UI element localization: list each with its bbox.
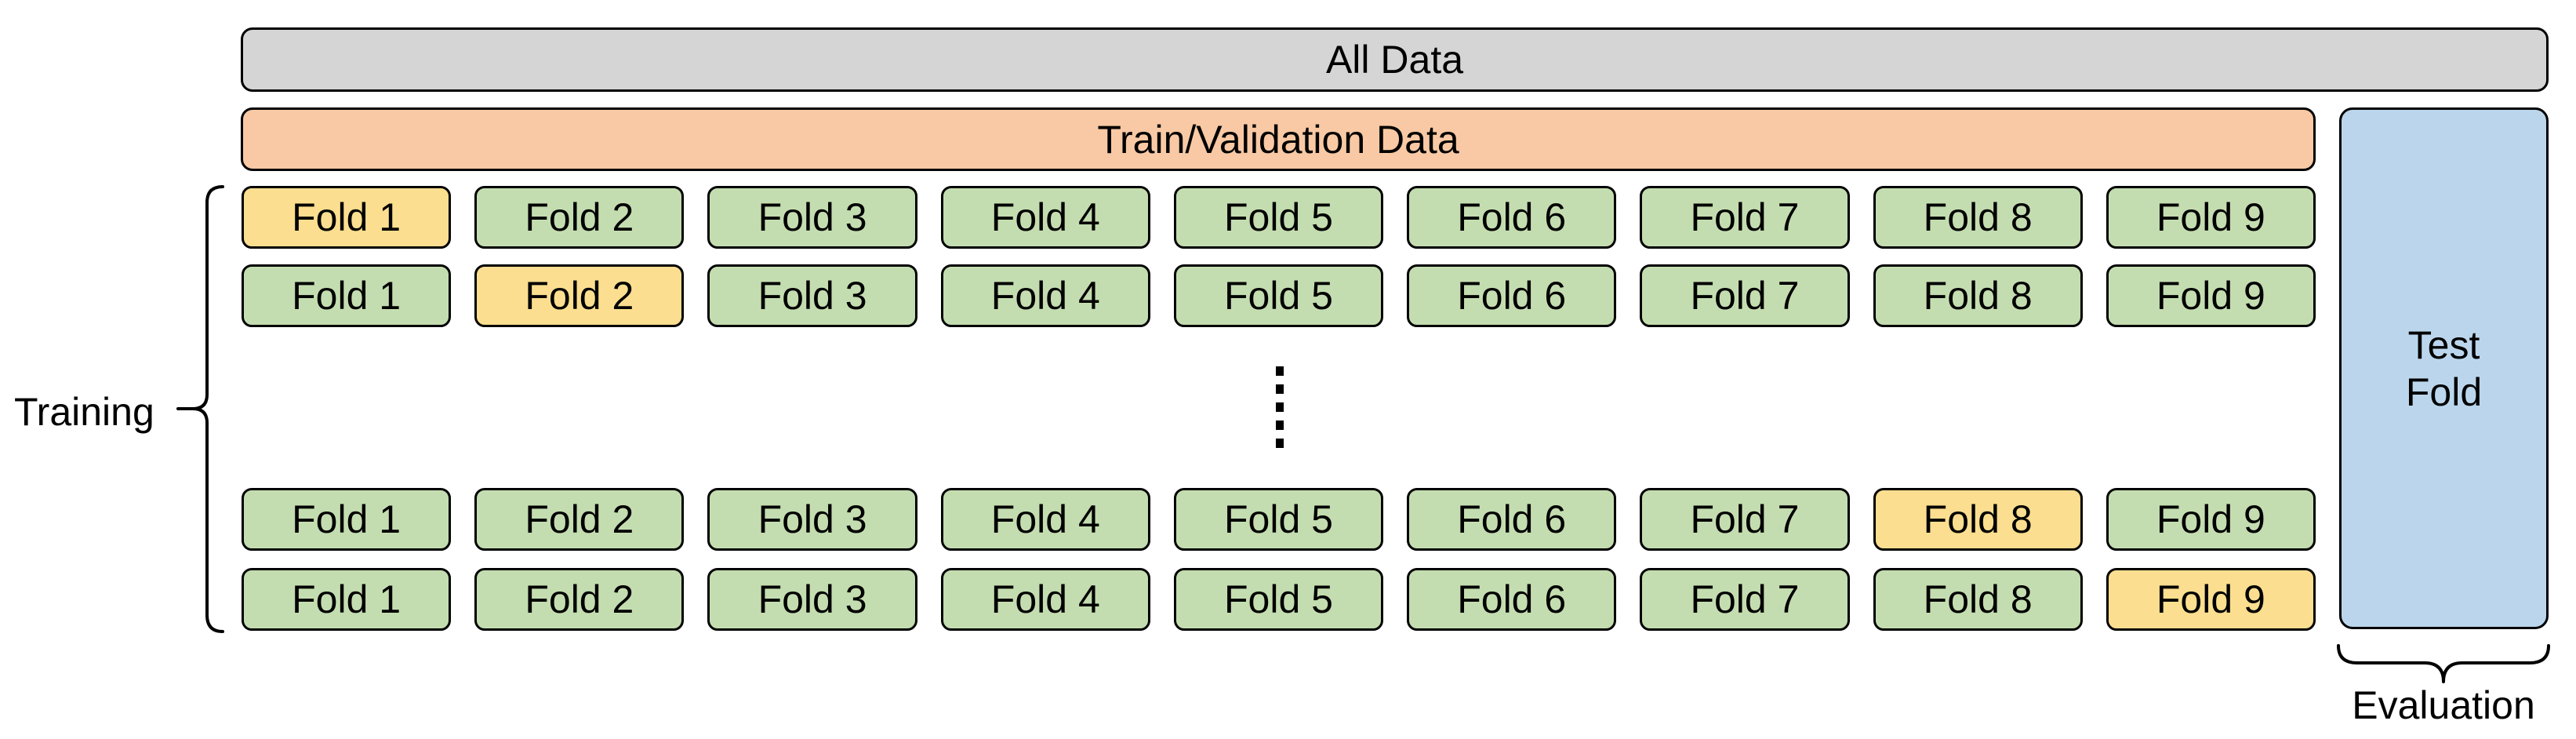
fold-box-training: Fold 5 — [1173, 264, 1384, 327]
fold-box-training: Fold 7 — [1640, 186, 1850, 249]
fold-box-training: Fold 3 — [707, 186, 917, 249]
fold-box-training: Fold 6 — [1407, 568, 1617, 631]
training-brace — [191, 185, 224, 633]
fold-box-training: Fold 1 — [242, 488, 452, 551]
evaluation-brace — [2337, 644, 2550, 683]
fold-box-training: Fold 5 — [1173, 186, 1384, 249]
fold-box-training: Fold 3 — [707, 488, 917, 551]
fold-box-training: Fold 3 — [707, 568, 917, 631]
fold-row-9: Fold 1 Fold 2 Fold 3 Fold 4 Fold 5 Fold 6 Fold… — [242, 568, 2316, 631]
fold-row-8: Fold 1 Fold 2 Fold 3 Fold 4 Fold 5 Fold 6 Fold… — [242, 488, 2316, 551]
fold-row-2: Fold 1 Fold 2 Fold 3 Fold 4 Fold 5 Fold 6 Fold… — [242, 264, 2316, 327]
vertical-ellipsis-icon — [1276, 366, 1284, 455]
fold-box-training: Fold 2 — [474, 568, 685, 631]
fold-box-training: Fold 4 — [940, 264, 1150, 327]
fold-box-training: Fold 4 — [940, 186, 1150, 249]
fold-box-training: Fold 7 — [1640, 568, 1850, 631]
fold-box-training: Fold 8 — [1873, 186, 2083, 249]
train-validation-bar: Train/Validation Data — [241, 107, 2316, 171]
fold-box-training: Fold 7 — [1640, 488, 1850, 551]
fold-box-validation: Fold 2 — [474, 264, 685, 327]
fold-box-training: Fold 7 — [1640, 264, 1850, 327]
fold-box-validation: Fold 1 — [242, 186, 452, 249]
fold-box-training: Fold 6 — [1407, 488, 1617, 551]
fold-box-training: Fold 9 — [2105, 488, 2316, 551]
fold-box-training: Fold 2 — [474, 186, 685, 249]
fold-box-training: Fold 9 — [2105, 264, 2316, 327]
fold-box-training: Fold 8 — [1873, 568, 2083, 631]
fold-box-training: Fold 5 — [1173, 568, 1384, 631]
fold-box-validation: Fold 8 — [1873, 488, 2083, 551]
fold-box-training: Fold 4 — [940, 488, 1150, 551]
training-label: Training — [14, 390, 154, 434]
fold-box-training: Fold 2 — [474, 488, 685, 551]
fold-box-training: Fold 1 — [242, 568, 452, 631]
test-fold-label-line2: Fold — [2405, 370, 2483, 414]
fold-box-training: Fold 9 — [2105, 186, 2316, 249]
fold-box-training: Fold 1 — [242, 264, 452, 327]
fold-box-training: Fold 5 — [1173, 488, 1384, 551]
all-data-bar: All Data — [241, 27, 2549, 92]
fold-box-validation: Fold 9 — [2105, 568, 2316, 631]
fold-box-training: Fold 6 — [1407, 264, 1617, 327]
fold-row-1: Fold 1 Fold 2 Fold 3 Fold 4 Fold 5 Fold 6 Fold… — [242, 186, 2316, 249]
fold-box-training: Fold 8 — [1873, 264, 2083, 327]
fold-box-training: Fold 6 — [1407, 186, 1617, 249]
test-fold-label-line1: Test — [2407, 322, 2480, 367]
fold-box-training: Fold 3 — [707, 264, 917, 327]
evaluation-label: Evaluation — [2352, 683, 2535, 727]
test-fold-box: Test Fold — [2339, 107, 2549, 629]
fold-box-training: Fold 4 — [940, 568, 1150, 631]
